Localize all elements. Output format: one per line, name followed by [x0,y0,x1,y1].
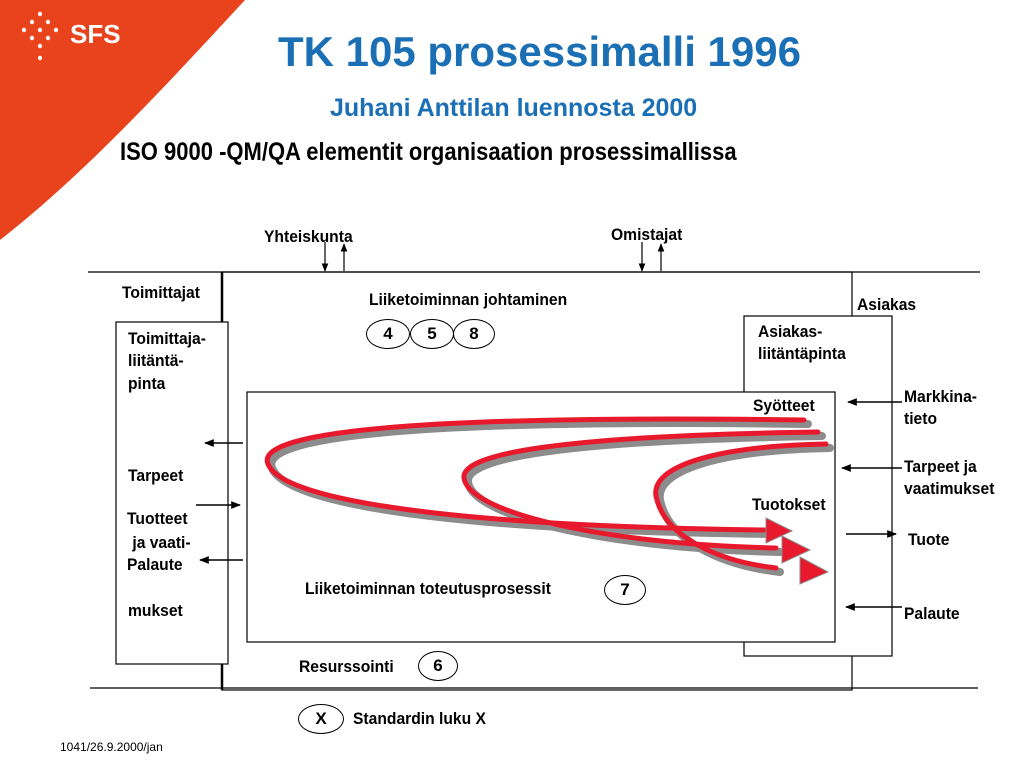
label-markkinatieto: Markkina- tieto [904,386,977,431]
legend-label: Standardin luku X [353,709,486,728]
label-line: vaatimukset [904,479,995,499]
label-toimittajat: Toimittajat [122,283,200,302]
label-syotteet: Syötteet [753,396,815,415]
label-yhteiskunta: Yhteiskunta [264,227,353,246]
label-tarpeet-vaatimukset-right: Tarpeet ja vaatimukset [904,456,994,501]
label-line: Markkina- [904,387,978,406]
label-line: Asiakas- [758,322,823,341]
label-line: ja vaati- [128,533,191,553]
element-number-4: 4 [366,319,410,349]
arrowhead-outer [765,517,794,544]
label-line: pinta [128,373,166,393]
label-toteutusprosessit: Liiketoiminnan toteutusprosessit [305,579,551,598]
label-line: Tarpeet ja [904,457,977,476]
label-resurssointi: Resurssointi [299,657,394,676]
footer-code: 1041/26.9.2000/jan [60,740,163,754]
legend-number-x: X [298,704,344,734]
label-line: Toimittaja- [128,329,206,348]
process-loop-outer [264,416,807,533]
arrowhead-inner [799,556,830,585]
supplier-interface-box [115,321,229,665]
label-johtaminen: Liiketoiminnan johtaminen [369,290,568,309]
process-loops [264,416,829,571]
element-number-6: 6 [418,651,458,681]
page-heading: ISO 9000 -QM/QA elementit organisaation … [120,138,737,166]
element-number-5: 5 [410,319,454,349]
label-tuotokset: Tuotokset [752,495,826,514]
page-title: TK 105 prosessimalli 1996 [278,28,801,75]
process-loop-inner [653,441,829,571]
label-line: liitäntä- [128,351,184,371]
logo-text: SFS [70,19,121,49]
label-line: liitäntäpinta [758,344,846,364]
process-loop-arrowheads [765,517,830,585]
label-tarpeet-vaatimukset-left: Tarpeet ja vaati- mukset [128,420,191,667]
logo-background [0,0,245,240]
label-omistajat: Omistajat [611,225,683,244]
label-palaute-left: Palaute [127,555,183,574]
arrowhead-middle [781,535,812,564]
page-subtitle: Juhani Anttilan luennosta 2000 [330,94,698,122]
label-toimittaja-liitanta: Toimittaja- liitäntä- pinta [128,328,206,395]
label-palaute-right: Palaute [904,604,960,623]
label-line: Tarpeet [128,465,184,485]
label-asiakas-liitanta: Asiakas- liitäntäpinta [758,321,846,366]
element-number-7: 7 [604,575,646,605]
label-asiakas: Asiakas [857,295,917,314]
logo-dots-icon [21,11,59,61]
label-tuote: Tuote [908,530,950,549]
label-line: mukset [128,600,183,620]
label-line: tieto [904,409,938,429]
element-number-8: 8 [453,319,495,349]
process-box [246,391,836,643]
label-tuotteet: Tuotteet [127,509,188,528]
process-loop-middle [461,429,821,551]
